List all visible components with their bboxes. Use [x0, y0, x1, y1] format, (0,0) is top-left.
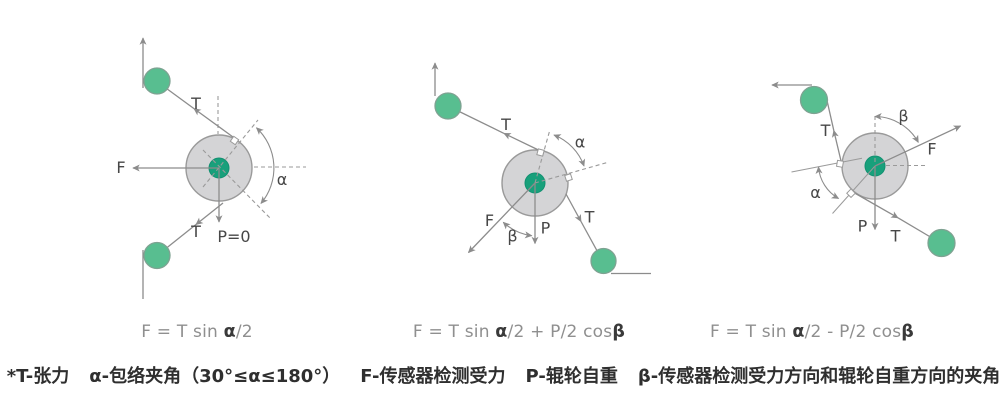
dashed-diagonal-lower	[202, 149, 272, 220]
legend-term-sensor-force: F-传感器检测受力	[360, 366, 506, 387]
legend-term-wrap-angle: α-包络夹角（30°≤α≤180°）	[89, 366, 341, 387]
formula-weight-subtracts: F = T sin α/2 - P/2 cosβ	[710, 322, 914, 342]
diagram-weight-subtracts: T β F α P T	[771, 81, 962, 258]
diagram-tension-only: T F α P=0 T	[116, 37, 306, 299]
label-t-bottom: T	[890, 227, 901, 246]
label-p: P	[858, 217, 868, 236]
radius-line-upper	[791, 157, 863, 173]
label-t-top: T	[820, 121, 831, 140]
beta-angle-arc	[502, 221, 533, 239]
right-angle-marker-right	[564, 173, 573, 182]
label-f: F	[485, 211, 494, 230]
label-alpha: α	[277, 170, 288, 189]
roller-bottom	[143, 241, 171, 270]
formula-beta: β	[901, 322, 915, 342]
dashed-radius-right	[534, 161, 610, 184]
radius-line-lower	[832, 165, 876, 214]
alpha-angle-arc	[553, 134, 586, 167]
belt-lower-segment	[851, 190, 899, 219]
formula-weight-adds: F = T sin α/2 + P/2 cosβ	[413, 322, 625, 342]
diagram-weight-adds: T α F β P T	[431, 62, 651, 275]
formula-part: F = T sin	[709, 322, 793, 342]
right-angle-marker	[229, 135, 240, 146]
formula-part: /2	[235, 322, 253, 342]
label-t-top: T	[190, 94, 201, 113]
label-f: F	[116, 158, 125, 177]
legend-term-roller-weight: P-辊轮自重	[525, 366, 618, 387]
right-angle-marker-lower	[846, 188, 856, 199]
belt-bottom-segment	[195, 202, 224, 226]
label-alpha: α	[575, 133, 586, 152]
formula-tension-only: F = T sin α/2	[141, 322, 253, 342]
alpha-angle-arc	[255, 127, 275, 205]
force-f-arrow	[874, 125, 962, 167]
label-beta: β	[898, 107, 908, 126]
formula-part: F = T sin	[141, 322, 224, 342]
formula-part: F = T sin	[412, 322, 496, 342]
formula-alpha: α	[495, 322, 508, 342]
legend-term-beta-angle: β-传感器检测受力方向和辊轮自重方向的夹角	[637, 366, 1001, 387]
roller-bottom	[927, 228, 956, 258]
formula-alpha: α	[223, 322, 236, 342]
beta-angle-arc	[874, 113, 919, 143]
label-beta: β	[507, 227, 517, 246]
force-f-arrow	[467, 182, 536, 254]
dashed-radius-top	[534, 129, 551, 184]
roller-top	[799, 85, 829, 115]
belt-top-segment	[193, 108, 234, 138]
label-p: P	[541, 219, 551, 238]
label-t-bottom: T	[190, 222, 201, 241]
right-angle-marker-left	[835, 159, 845, 168]
roller-bottom	[590, 247, 617, 275]
formula-beta: β	[612, 322, 626, 342]
legend-footnote: *T-张力 α-包络夹角（30°≤α≤180°） F-传感器检测受力 P-辊轮自…	[0, 362, 1007, 388]
alpha-angle-arc	[815, 166, 840, 199]
belt-top-segment	[831, 129, 843, 164]
label-t-right: T	[584, 208, 595, 227]
diagram-canvas: T F α P=0 T T α	[116, 37, 962, 299]
formula-part: /2 + P/2 cos	[507, 322, 613, 342]
roller-top	[434, 92, 462, 120]
legend-term-tension: *T-张力	[6, 366, 70, 387]
formula-alpha: α	[792, 322, 805, 342]
dashed-diagonal-upper	[202, 119, 259, 188]
right-angle-marker-top	[536, 148, 545, 157]
label-p-zero: P=0	[217, 227, 250, 246]
belt-right-segment	[565, 193, 582, 223]
label-alpha: α	[810, 183, 821, 202]
label-f: F	[927, 140, 936, 159]
belt-top-segment	[503, 132, 540, 152]
formula-part: /2 - P/2 cos	[804, 322, 902, 342]
roller-top	[143, 67, 171, 95]
label-t-top: T	[500, 115, 511, 134]
